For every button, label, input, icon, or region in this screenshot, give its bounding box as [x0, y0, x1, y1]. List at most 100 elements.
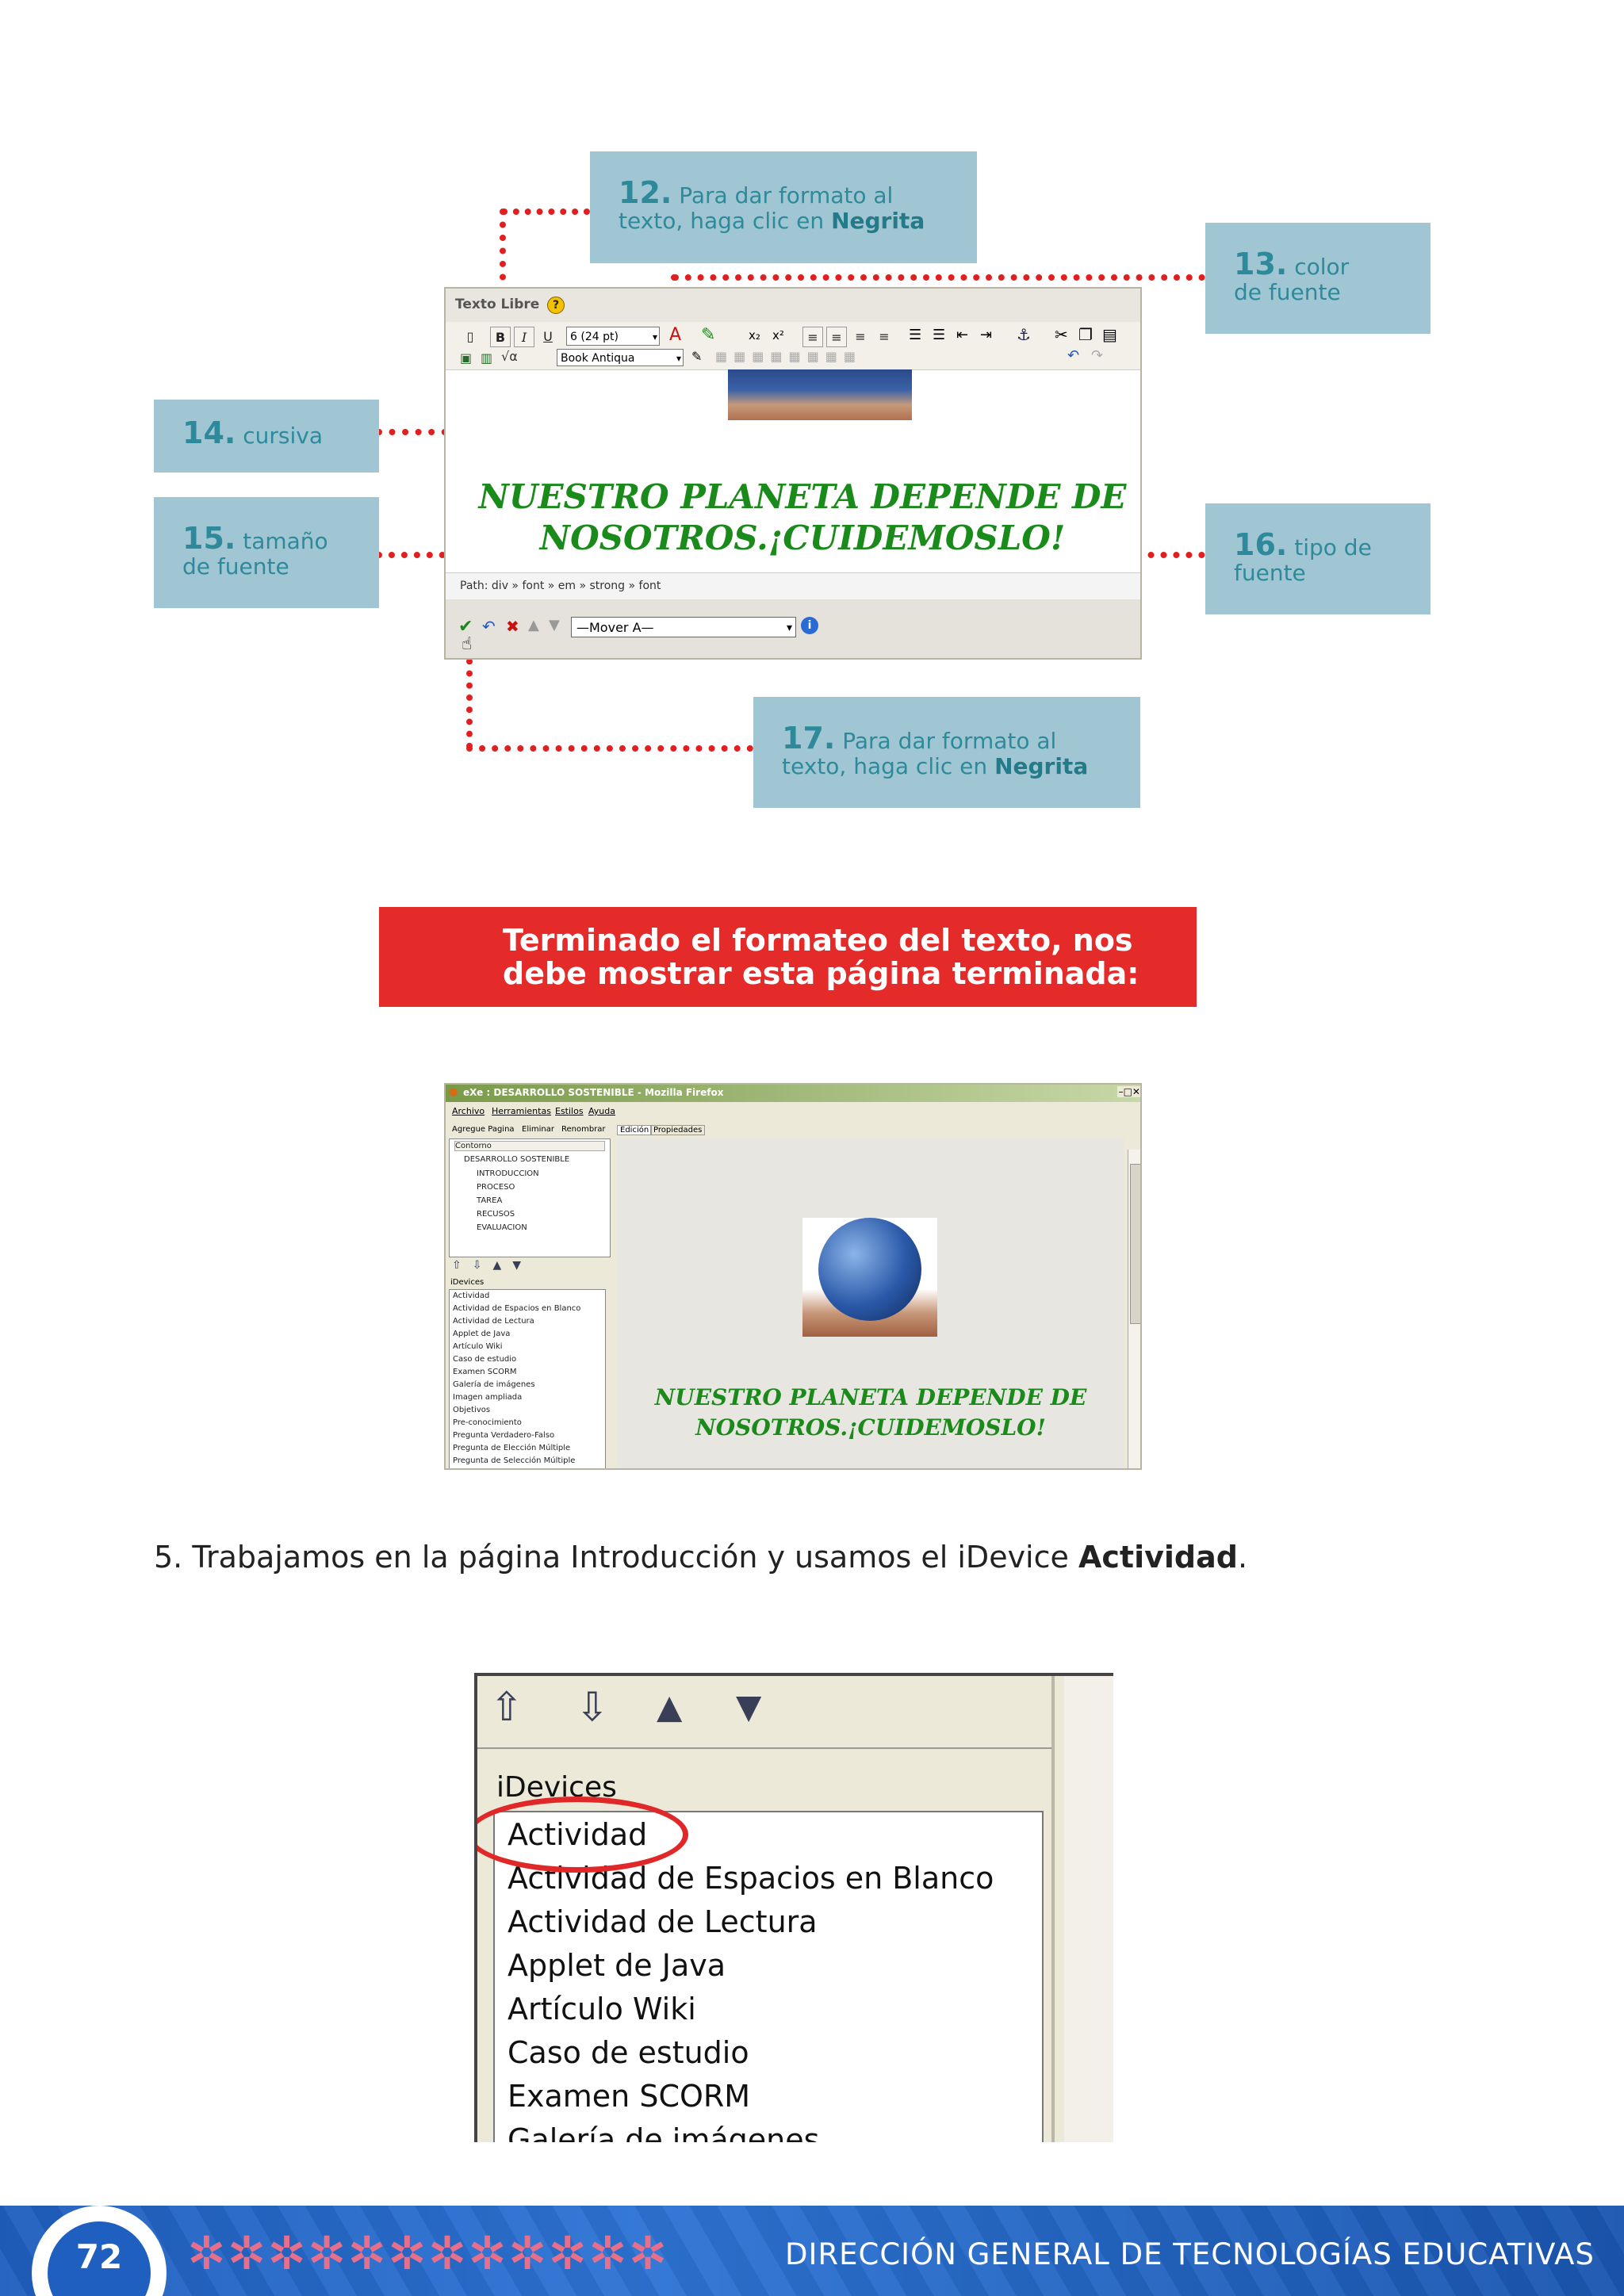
highlight-color-icon[interactable]: ✎: [701, 325, 716, 345]
indent-icon[interactable]: ⇥: [980, 327, 993, 343]
bold-button[interactable]: B: [490, 327, 511, 347]
idevice-list-item[interactable]: Actividad: [453, 1292, 490, 1300]
number-list-icon[interactable]: ☰: [933, 327, 946, 343]
tab-propiedades[interactable]: Propiedades: [650, 1125, 706, 1135]
edit-icon[interactable]: ✎: [691, 349, 703, 364]
path-text: Path: div » font » em » strong » font: [460, 580, 661, 592]
highlight-ellipse: [477, 1797, 688, 1873]
math-icon[interactable]: √α: [501, 349, 518, 364]
media-icon[interactable]: ▥: [481, 350, 493, 365]
step-end: .: [1237, 1540, 1248, 1575]
editor-action-bar: ✔ ↶ ✖ ▲ ▼ —Mover A— ▾ i ☝: [446, 599, 1140, 658]
page-number: 72: [75, 2237, 123, 2276]
content-scrollbar[interactable]: [1128, 1150, 1140, 1468]
connector-17-v: [466, 646, 473, 749]
menu-estilos[interactable]: Estilos: [555, 1106, 584, 1116]
menu-ayuda[interactable]: Ayuda: [588, 1106, 615, 1116]
align-left-icon[interactable]: ≡: [802, 327, 823, 347]
outline-item[interactable]: PROCESO: [477, 1183, 515, 1192]
menu-archivo[interactable]: Archivo: [452, 1106, 485, 1116]
move-down-level-icon[interactable]: ⇩: [576, 1684, 609, 1730]
idevice-list-item[interactable]: Examen SCORM: [453, 1368, 517, 1376]
tab-eliminar[interactable]: Eliminar: [522, 1125, 554, 1134]
menu-herramientas[interactable]: Herramientas: [492, 1106, 551, 1116]
outline-root[interactable]: DESARROLLO SOSTENIBLE: [464, 1155, 570, 1164]
callout-13-line2: de fuente: [1234, 279, 1341, 305]
move-down-icon[interactable]: ▼: [549, 617, 560, 633]
window-controls[interactable]: –□✕: [1116, 1086, 1140, 1097]
idevice-list-item[interactable]: Caso de estudio: [453, 1355, 517, 1364]
tab-agregue-pagina[interactable]: Agregue Pagina: [452, 1125, 515, 1134]
redo-icon[interactable]: ↷: [1091, 347, 1104, 364]
idevice-list-item[interactable]: Actividad de Espacios en Blanco: [453, 1304, 581, 1313]
scroll-thumb[interactable]: [1130, 1164, 1140, 1324]
callout-13-number: 13.: [1234, 247, 1288, 281]
delete-icon[interactable]: ✖: [506, 617, 519, 636]
idevice-list-item[interactable]: Pregunta de Elección Múltiple: [453, 1444, 571, 1452]
idevice-list-item[interactable]: Artículo Wiki: [453, 1342, 503, 1351]
subscript-icon[interactable]: x₂: [749, 328, 760, 342]
callout-12-line2-prefix: texto, haga clic en: [619, 208, 832, 234]
font-color-icon[interactable]: A: [669, 325, 682, 345]
align-right-icon[interactable]: ≡: [855, 329, 866, 344]
idevice-list-item[interactable]: Imagen ampliada: [453, 1393, 523, 1402]
footer-figures: ✲✲✲✲✲✲✲✲✲✲✲✲: [187, 2226, 669, 2280]
idevice-list-item[interactable]: Pregunta Verdadero-Falso: [453, 1431, 555, 1440]
zoom-panel-right-strip: [1064, 1676, 1113, 2142]
list-item[interactable]: Artículo Wiki: [508, 1992, 696, 2026]
cut-icon[interactable]: ✂: [1055, 325, 1068, 344]
callout-13-line1: color: [1294, 254, 1350, 280]
tab-renombrar[interactable]: Renombrar: [561, 1125, 606, 1134]
font-family-select[interactable]: Book Antiqua ▾: [557, 349, 684, 366]
outline-item[interactable]: EVALUACION: [477, 1223, 527, 1232]
move-up-level-icon[interactable]: ⇧: [490, 1684, 523, 1730]
content-globe-image: [802, 1218, 937, 1337]
info-icon[interactable]: i: [801, 617, 818, 634]
content-line1: NUESTRO PLANETA DEPENDE DE: [654, 1384, 1087, 1410]
superscript-icon[interactable]: x²: [772, 328, 784, 342]
tab-edicion[interactable]: Edición: [617, 1125, 653, 1135]
move-up-icon[interactable]: ▲: [528, 617, 539, 633]
italic-button[interactable]: I: [514, 327, 534, 347]
list-item[interactable]: Applet de Java: [508, 1948, 726, 1983]
move-up-icon[interactable]: ▲: [657, 1687, 683, 1726]
font-size-value: 6 (24 pt): [570, 331, 619, 343]
move-down-icon[interactable]: ▼: [736, 1687, 762, 1726]
idevice-list-item[interactable]: Pre-conocimiento: [453, 1418, 522, 1427]
new-doc-icon[interactable]: ▯: [466, 329, 474, 344]
callout-15-number: 15.: [182, 521, 236, 556]
editor-content-line2: NOSOTROS.¡CUIDEMOSLO!: [539, 519, 1066, 557]
font-size-select[interactable]: 6 (24 pt) ▾: [566, 327, 660, 346]
list-item[interactable]: Galería de imágenes: [508, 2122, 820, 2142]
outline-item[interactable]: INTRODUCCION: [477, 1169, 539, 1178]
globe-icon: [818, 1218, 921, 1321]
paste-icon[interactable]: ▤: [1102, 325, 1117, 344]
align-center-icon[interactable]: ≡: [826, 327, 847, 347]
chevron-down-icon: ▾: [652, 331, 657, 342]
image-icon[interactable]: ▣: [460, 350, 473, 365]
outline-item[interactable]: TAREA: [477, 1196, 503, 1205]
list-item[interactable]: Examen SCORM: [508, 2079, 751, 2114]
list-item[interactable]: Actividad de Lectura: [508, 1904, 818, 1939]
underline-button[interactable]: U: [543, 329, 553, 344]
idevice-list-item[interactable]: Pregunta de Selección Múltiple: [453, 1456, 576, 1465]
outdent-icon[interactable]: ⇤: [956, 327, 969, 343]
editor-header: Texto Libre ?: [446, 289, 1140, 322]
idevice-list-item[interactable]: Actividad de Lectura: [453, 1317, 534, 1326]
idevice-list-item[interactable]: Applet de Java: [453, 1330, 511, 1338]
check-icon[interactable]: ✔: [458, 617, 473, 637]
move-to-select[interactable]: —Mover A— ▾: [571, 617, 796, 637]
idevice-list-item[interactable]: Objetivos: [453, 1406, 491, 1414]
undo-action-icon[interactable]: ↶: [482, 617, 496, 636]
anchor-icon[interactable]: ⚓: [1017, 325, 1031, 344]
list-item[interactable]: Caso de estudio: [508, 2035, 749, 2070]
idevice-list-item[interactable]: Galería de imágenes: [453, 1380, 535, 1389]
bullet-list-icon[interactable]: ☰: [909, 327, 922, 343]
outline-item[interactable]: RECUSOS: [477, 1210, 515, 1219]
help-icon[interactable]: ?: [547, 297, 565, 314]
justify-icon[interactable]: ≡: [879, 329, 890, 344]
zoom-panel-divider: [1051, 1676, 1055, 2142]
chevron-down-icon: ▾: [676, 353, 681, 364]
undo-icon[interactable]: ↶: [1067, 347, 1080, 364]
copy-icon[interactable]: ❐: [1078, 325, 1093, 344]
